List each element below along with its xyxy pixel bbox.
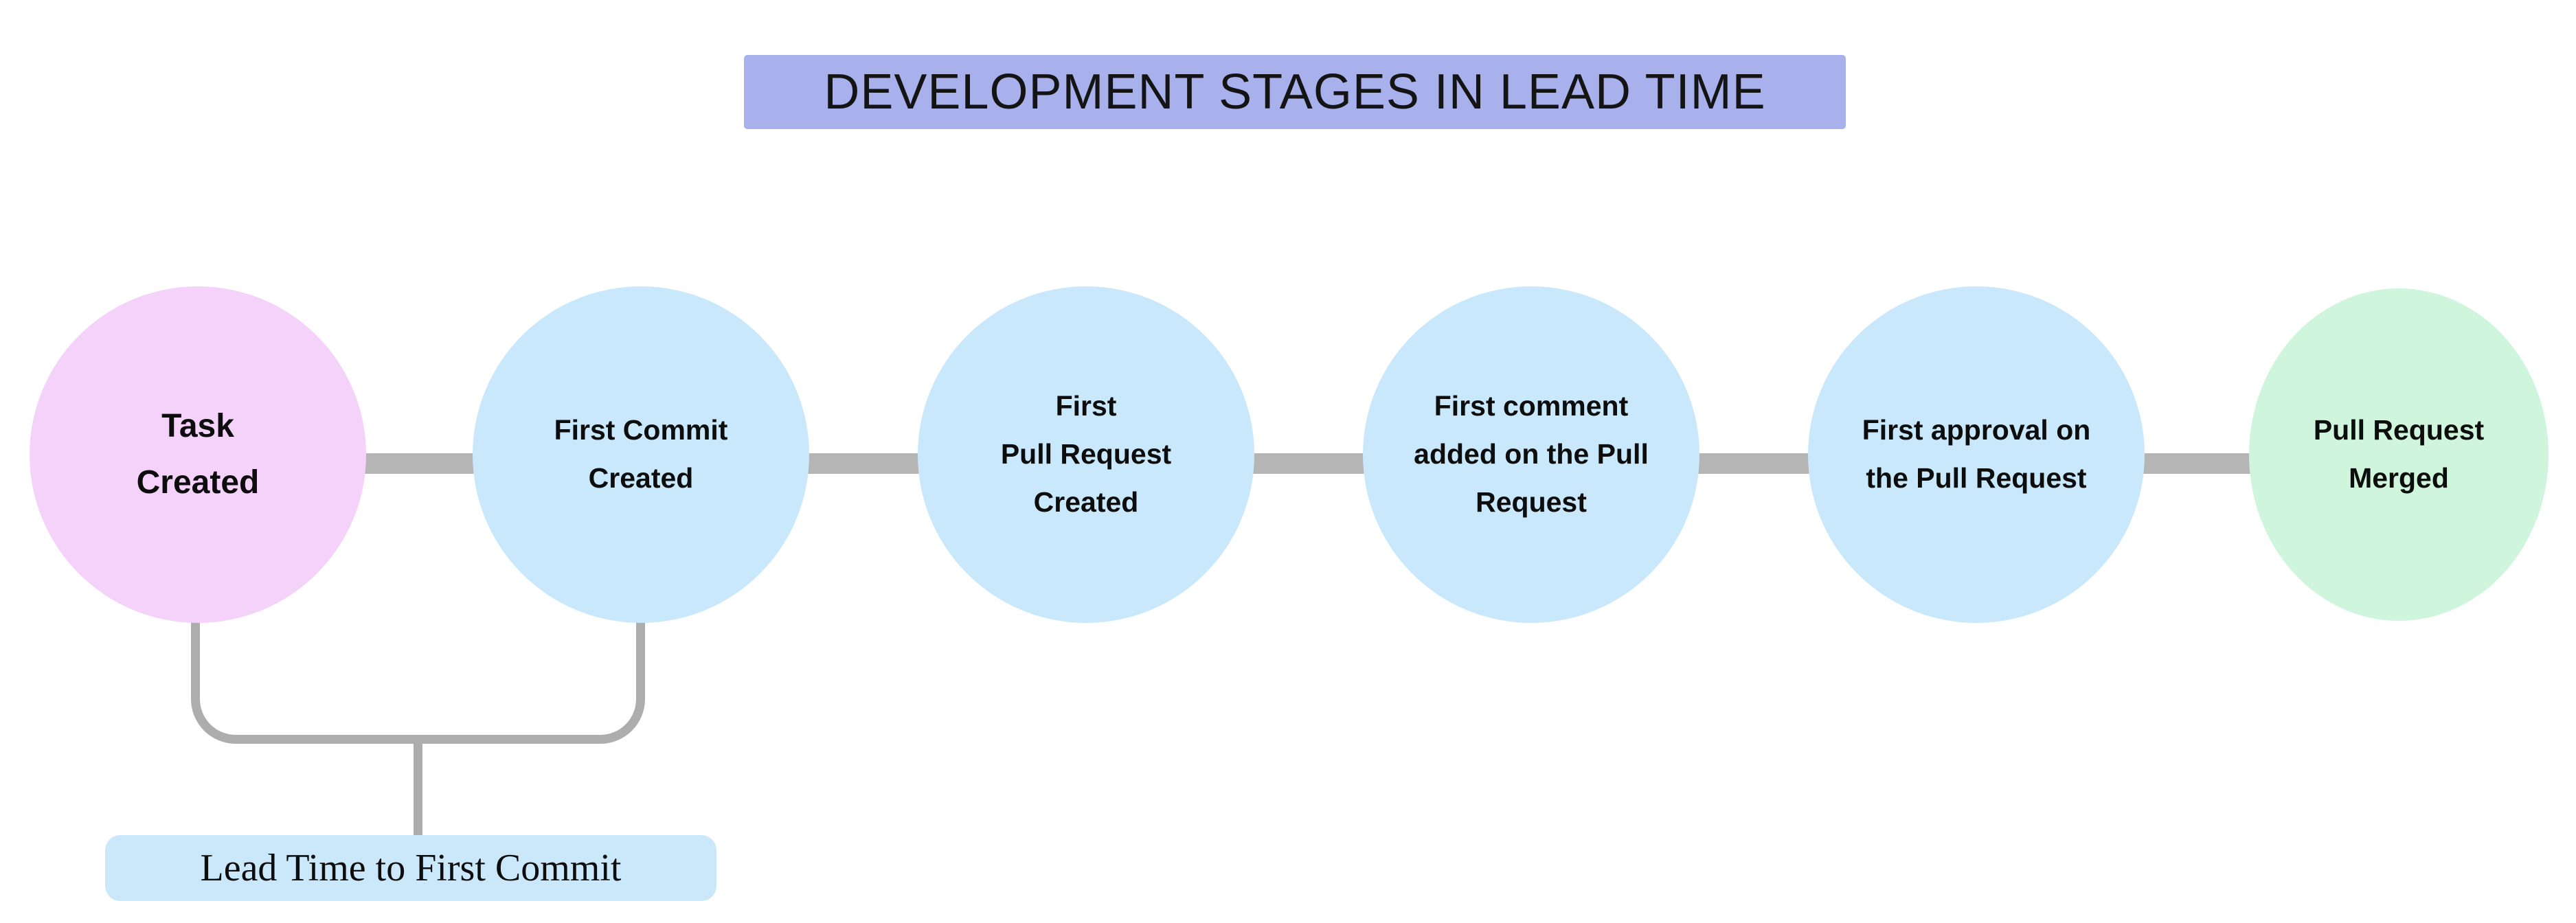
- lead-time-bracket: [191, 597, 645, 744]
- stage-circle-first-pull-request-created: First Pull Request Created: [918, 286, 1254, 623]
- diagram-title: DEVELOPMENT STAGES IN LEAD TIME: [744, 55, 1846, 129]
- stage-circle-first-approval: First approval on the Pull Request: [1808, 286, 2145, 623]
- stage-circle-first-commit-created: First Commit Created: [473, 286, 809, 623]
- lead-time-bracket-stem: [414, 739, 422, 835]
- stage-circle-first-comment-added: First comment added on the Pull Request: [1363, 286, 1699, 623]
- lead-time-label: Lead Time to First Commit: [105, 835, 716, 901]
- stage-circle-task-created: Task Created: [30, 286, 366, 623]
- stage-circle-pull-request-merged: Pull Request Merged: [2249, 288, 2549, 621]
